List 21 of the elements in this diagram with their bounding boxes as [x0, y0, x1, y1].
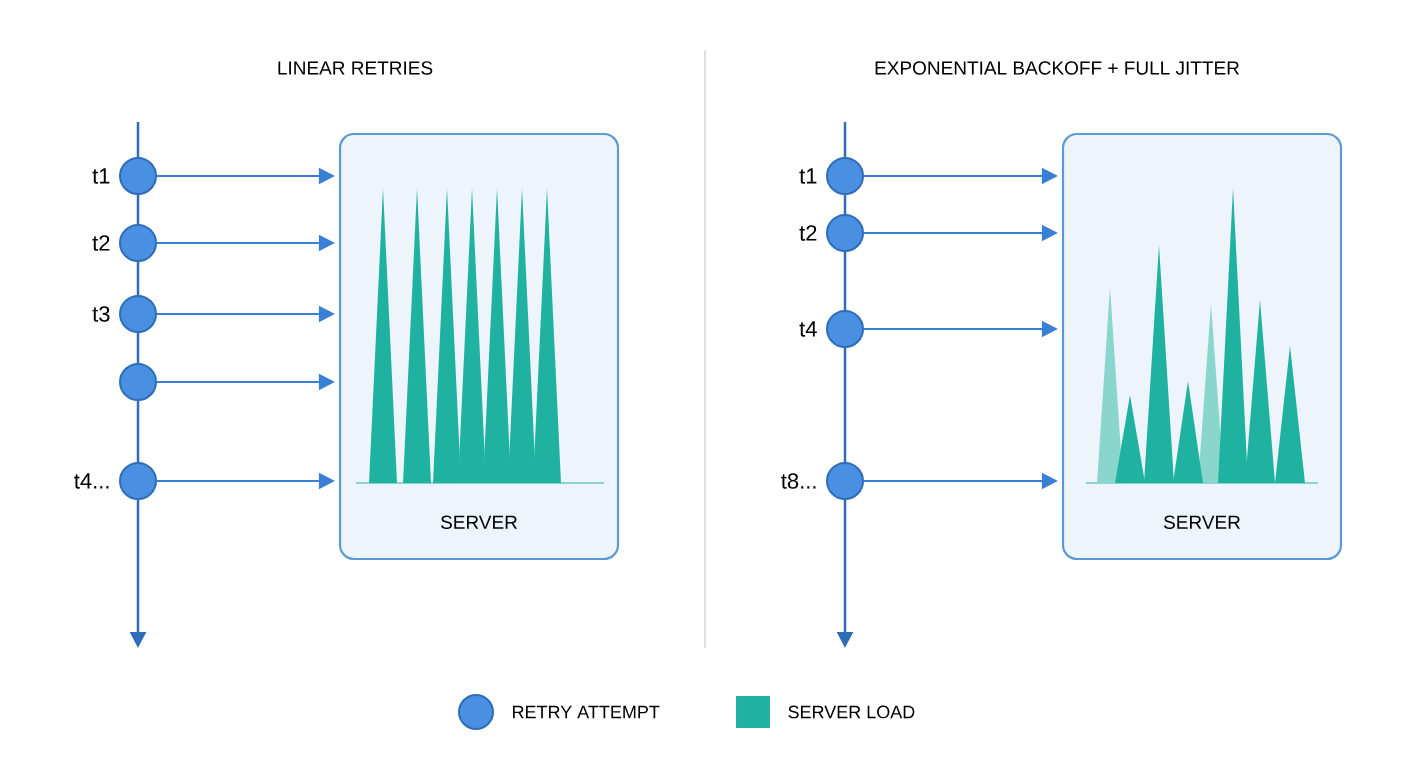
retry-circle: [119, 363, 157, 401]
time-label: t3: [92, 306, 110, 322]
time-label: t8...: [781, 473, 816, 489]
time-label: t2: [799, 225, 817, 241]
retry-circle: [119, 157, 157, 195]
retry-circle: [826, 214, 864, 252]
panel-title: EXPONENTIAL BACKOFF + FULL JITTER: [875, 61, 1240, 75]
panel-title: LINEAR RETRIES: [278, 61, 433, 75]
retry-circle: [119, 295, 157, 333]
retry-circle: [826, 462, 864, 500]
time-label: t1: [799, 168, 817, 184]
time-label: t4...: [74, 473, 109, 489]
retry-circle: [119, 224, 157, 262]
legend-label: SERVER LOAD: [788, 705, 915, 719]
time-label: t1: [92, 168, 110, 184]
retry-circle: [826, 310, 864, 348]
time-label: t4: [799, 321, 817, 337]
retry-circle: [826, 157, 864, 195]
legend-label: RETRY ATTEMPT: [513, 705, 660, 719]
retry-circle: [119, 462, 157, 500]
time-label: t2: [92, 235, 110, 251]
